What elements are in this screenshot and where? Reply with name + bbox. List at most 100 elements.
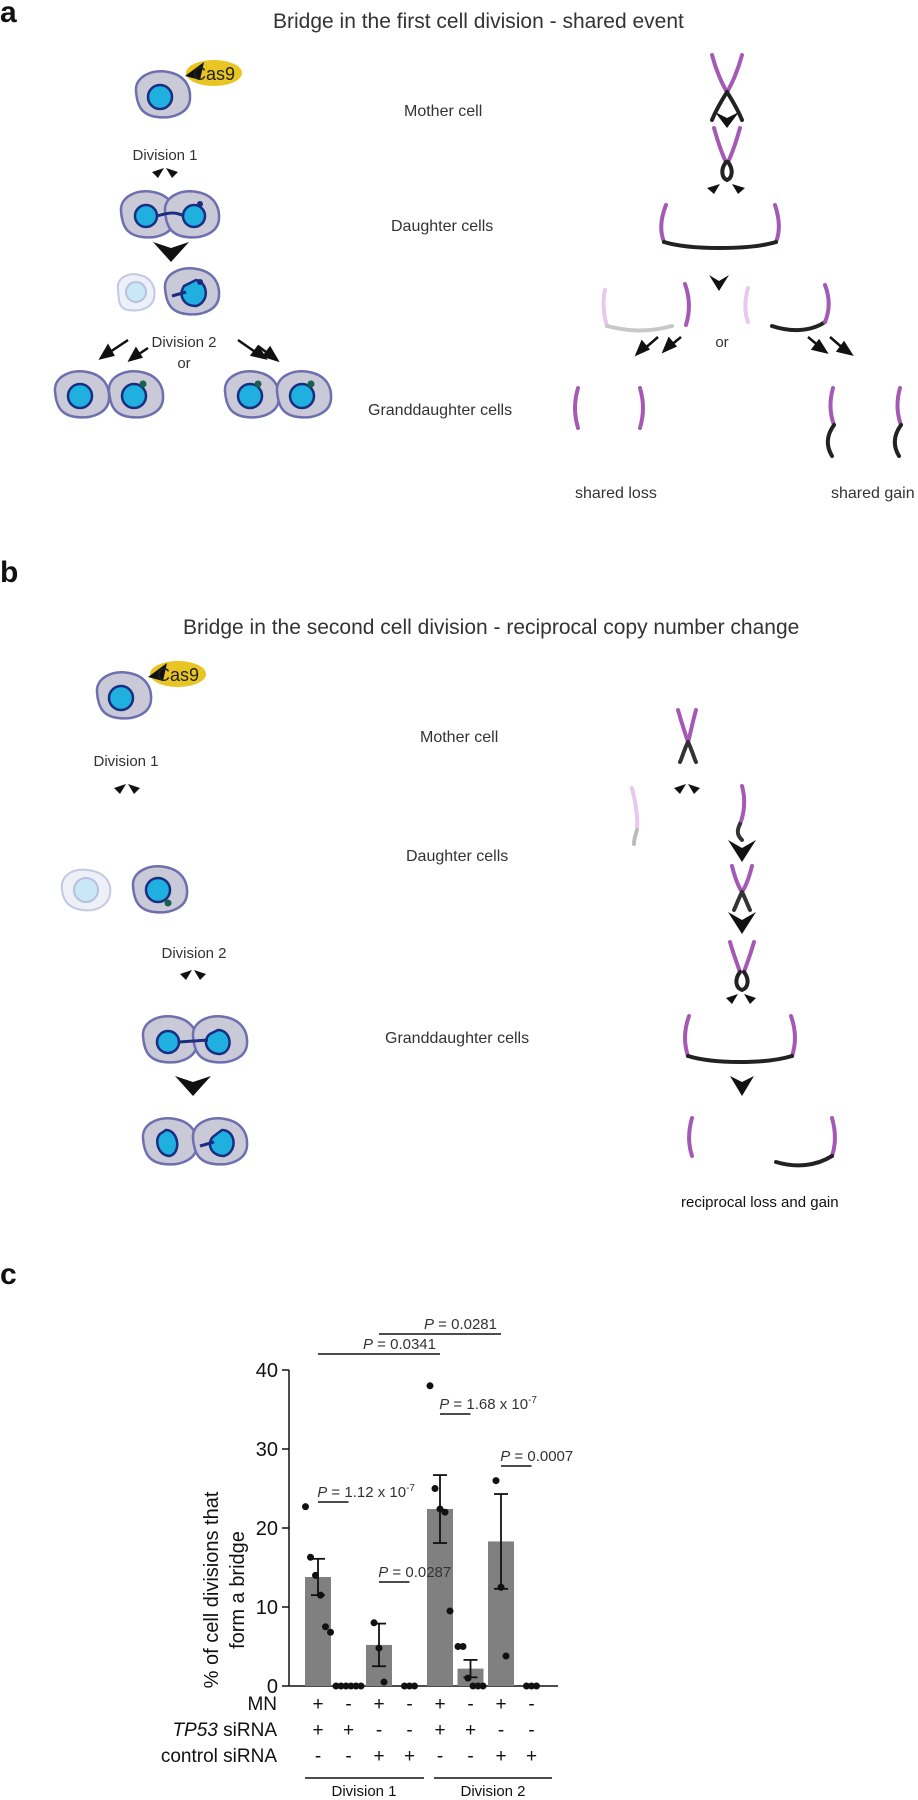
- p-value-text: = 0.0341: [373, 1336, 436, 1353]
- data-point: [307, 1553, 314, 1561]
- data-point: [302, 1503, 309, 1511]
- daughter-cells-b: [60, 865, 189, 914]
- sign-control: -: [345, 1746, 351, 1767]
- duplicated-chromosome-b: [730, 864, 754, 912]
- p-value-text: = 0.0287: [388, 1564, 451, 1581]
- mother-cell-label-a: Mother cell: [404, 103, 483, 120]
- sign-mn: +: [434, 1694, 445, 1715]
- data-point: [411, 1682, 418, 1690]
- chromosome-mother-a: [710, 53, 744, 122]
- cas9-icon-b: [148, 661, 206, 687]
- division1-label-a: Division 1: [132, 147, 197, 164]
- y-tick-label: 30: [256, 1439, 278, 1461]
- p-symbol: P: [363, 1336, 373, 1353]
- sign-tp53: -: [498, 1720, 504, 1741]
- data-point: [479, 1682, 487, 1690]
- bridge-chromosome-a: [659, 203, 781, 250]
- row-label-control: control siRNA: [161, 1746, 277, 1767]
- arrowhead-down-a: [153, 242, 189, 262]
- data-point: [523, 1682, 530, 1690]
- bar-chart: % of cell divisions that form a bridge 0…: [161, 1316, 573, 1800]
- arrowhead-a3: [709, 275, 729, 291]
- division2-arrowheads-b: [180, 970, 206, 980]
- data-point: [469, 1682, 477, 1690]
- y-axis-label-line2: form a bridge: [227, 1531, 249, 1649]
- cas9-label-a: Cas9: [193, 64, 235, 84]
- data-point: [357, 1682, 365, 1690]
- sign-tp53: +: [434, 1720, 445, 1741]
- data-point: [401, 1682, 408, 1690]
- p-symbol: P: [424, 1316, 434, 1333]
- daughter-cells-a: [119, 190, 221, 239]
- sign-mn: +: [373, 1694, 384, 1715]
- sign-tp53: -: [406, 1720, 412, 1741]
- daughter-cells-label-a: Daughter cells: [391, 218, 494, 235]
- group-label-division1: Division 1: [331, 1783, 396, 1800]
- p-symbol: P: [317, 1484, 327, 1501]
- p-value-label: P = 0.0007: [500, 1448, 573, 1465]
- sign-tp53: +: [343, 1720, 354, 1741]
- data-point: [327, 1628, 334, 1636]
- granddaughter-cells-label-b: Granddaughter cells: [385, 1030, 530, 1047]
- panel-a-letter: a: [0, 0, 17, 29]
- row-label-tp53: TP53 siRNA: [172, 1720, 277, 1741]
- division1-label-b: Division 1: [93, 753, 158, 770]
- data-point: [370, 1619, 378, 1627]
- data-point: [497, 1583, 505, 1591]
- bridge-chromosome-b: [683, 1014, 797, 1064]
- data-point: [446, 1607, 454, 1615]
- p-value-exponent: -7: [528, 1395, 537, 1406]
- data-point: [352, 1682, 360, 1690]
- data-point: [464, 1674, 472, 1682]
- panel-b-letter: b: [0, 556, 19, 589]
- shared-gain-intermediate: [743, 283, 831, 333]
- panel-c-letter: c: [0, 1258, 17, 1291]
- sign-mn: +: [312, 1694, 323, 1715]
- data-point: [459, 1643, 467, 1650]
- data-point: [312, 1571, 319, 1579]
- panel-b-diagram: Cas9 Division 1 Division 2: [60, 661, 837, 1168]
- sign-mn: -: [467, 1694, 473, 1715]
- mother-cell-label-b: Mother cell: [420, 729, 499, 746]
- data-point: [347, 1682, 355, 1690]
- arrowheads-a2: [707, 184, 745, 194]
- sign-control: -: [315, 1746, 321, 1767]
- cas9-label-b: Cas9: [157, 665, 199, 685]
- bridge-broken-cells-a: [116, 267, 221, 316]
- arrowhead-b5: [730, 1076, 754, 1096]
- reciprocal-chromosomes-b: [687, 1116, 837, 1168]
- group-label-division2: Division 2: [460, 1783, 525, 1800]
- data-point: [533, 1682, 540, 1690]
- shared-gain-chromosomes: [825, 386, 903, 458]
- data-point: [431, 1485, 439, 1492]
- broken-chromosome-b: [630, 784, 747, 846]
- sign-mn: +: [495, 1694, 506, 1715]
- p-value-text: = 0.0007: [510, 1448, 573, 1465]
- data-point: [454, 1643, 462, 1650]
- data-point: [406, 1682, 413, 1690]
- sign-control: +: [404, 1746, 415, 1767]
- data-point: [332, 1682, 340, 1690]
- cas9-icon: [185, 60, 242, 86]
- sign-mn: -: [528, 1694, 534, 1715]
- sign-tp53: -: [528, 1720, 534, 1741]
- p-value-label: P = 1.68 x 10-7: [439, 1395, 537, 1413]
- p-value-text: = 1.12 x 10: [327, 1484, 406, 1501]
- shared-loss-chromosomes: [573, 386, 645, 430]
- sign-tp53: +: [465, 1720, 476, 1741]
- data-point: [528, 1682, 535, 1690]
- data-point: [375, 1644, 383, 1652]
- shared-loss-label: shared loss: [575, 485, 657, 502]
- data-point: [436, 1505, 444, 1513]
- data-point: [317, 1591, 324, 1599]
- arrowhead-a1: [715, 112, 739, 128]
- daughter-cells-label-b: Daughter cells: [406, 848, 509, 865]
- row-label-mn: MN: [247, 1694, 277, 1715]
- sign-tp53: -: [376, 1720, 382, 1741]
- data-point: [474, 1682, 482, 1690]
- data-point: [502, 1652, 510, 1660]
- p-value-exponent: -7: [406, 1483, 415, 1494]
- p-value-label: P = 0.0281: [424, 1316, 497, 1333]
- sign-mn: -: [406, 1694, 412, 1715]
